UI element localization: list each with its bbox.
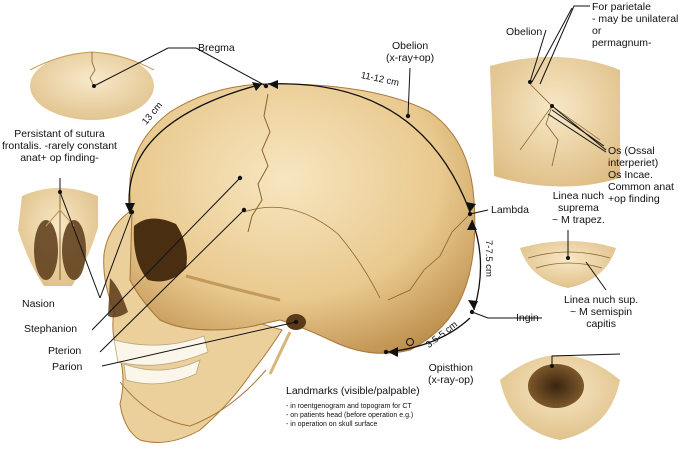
skull-main [103, 83, 476, 443]
label-bregma: Bregma [198, 42, 235, 54]
label-nasion: Nasion [22, 298, 55, 310]
label-pterion: Pterion [48, 345, 82, 357]
label-obelion-inset: Obelion [506, 26, 543, 38]
label-opisthion: Opisthion (x-ray-op) [428, 362, 474, 386]
landmarks-title: Landmarks (visible/palpable) [286, 385, 420, 397]
label-linea-sup: Linea nuch sup. ~ M semispin capitis [564, 294, 639, 330]
arc-3.5-5cm [387, 317, 471, 353]
landmarks-list: - in roentgenogram and topogram for CT -… [286, 403, 414, 428]
arc-13cm [128, 83, 263, 215]
measurement-arcs [125, 80, 482, 357]
inset-frontal [18, 188, 98, 286]
label-for-parietale: For parietale - may be unilateral or per… [592, 1, 679, 49]
point-opisthion [383, 349, 389, 355]
label-ingin: Ingin [516, 312, 539, 324]
inset-lambda [490, 56, 620, 187]
arc-11-12cm [267, 83, 471, 213]
label-os-ossal: Os (Ossal interperiet) Os Incae. Common … [608, 145, 674, 205]
label-persistant: Persistant of sutura frontalis. -rarely … [2, 128, 117, 164]
marker-opisthion-ring [406, 338, 414, 346]
label-linea-suprema: Linea nuch suprema ~ M trapez. [552, 190, 605, 226]
label-stephanion: Stephanion [24, 323, 78, 335]
label-lambda: Lambda [491, 204, 529, 216]
measure-7-7.5cm: 7-7.5 cm [483, 240, 494, 277]
label-obelion: Obelion (x-ray+op) [386, 40, 435, 64]
label-parion: Parion [52, 361, 83, 373]
inset-foramen [500, 355, 620, 440]
leader-lines [59, 5, 621, 367]
